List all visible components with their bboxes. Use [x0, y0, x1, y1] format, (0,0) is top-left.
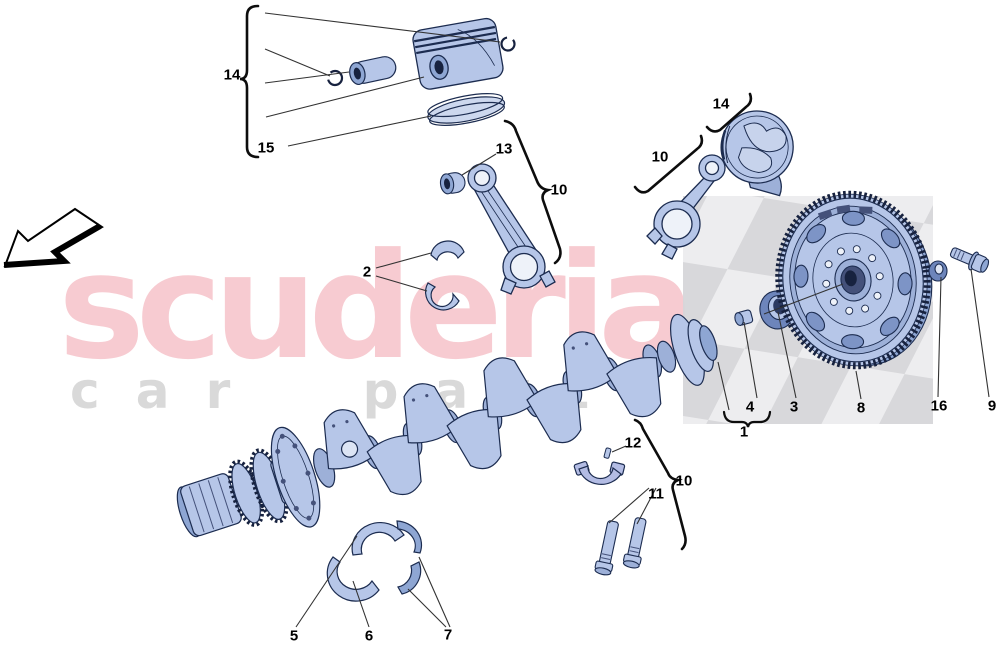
rod-cap[interactable] [573, 461, 626, 485]
crankshaft[interactable] [164, 291, 731, 564]
callout-8[interactable]: 8 [856, 399, 866, 417]
watermark-letter: p [362, 362, 399, 420]
piston-left[interactable] [411, 17, 504, 91]
callout-10[interactable]: 10 [675, 472, 693, 490]
callout-10[interactable]: 10 [550, 181, 568, 199]
watermark-letter: r [205, 362, 231, 420]
connecting-rod-right[interactable] [646, 154, 726, 260]
connecting-rod-left[interactable] [467, 163, 556, 295]
callout-15[interactable]: 15 [257, 139, 275, 157]
main-bearing-shells[interactable] [326, 520, 423, 602]
watermark-letter: a [135, 362, 170, 420]
callout-4[interactable]: 4 [745, 398, 755, 416]
pilot-nut[interactable] [734, 309, 754, 326]
wrist-pin[interactable] [348, 55, 398, 86]
callout-14[interactable]: 14 [223, 66, 241, 84]
watermark-letter: c [70, 362, 100, 420]
callout-2[interactable]: 2 [362, 263, 372, 281]
rod-bearing-shells[interactable] [425, 240, 465, 311]
callout-7[interactable]: 7 [443, 626, 453, 644]
callout-6[interactable]: 6 [364, 627, 374, 645]
circlip-left[interactable] [325, 68, 345, 88]
back-arrow-icon [3, 207, 104, 268]
small-end-bushing[interactable] [439, 171, 466, 195]
callout-16[interactable]: 16 [930, 397, 948, 415]
rod-bolts[interactable] [594, 517, 649, 577]
flywheel[interactable] [768, 184, 943, 376]
callout-3[interactable]: 3 [789, 398, 799, 416]
callout-11[interactable]: 11 [648, 485, 664, 503]
callout-9[interactable]: 9 [987, 397, 997, 415]
leader-lines [264, 12, 990, 628]
flywheel-washer[interactable] [928, 260, 948, 282]
callout-14[interactable]: 14 [712, 95, 730, 113]
callout-1[interactable]: 1 [739, 423, 749, 441]
circlip-right[interactable] [499, 35, 517, 53]
flywheel-bolt[interactable] [948, 243, 991, 276]
callout-brackets [239, 4, 772, 551]
callout-5[interactable]: 5 [289, 627, 299, 645]
piston-right[interactable] [715, 106, 798, 197]
thrust-washers [396, 520, 423, 595]
callout-13[interactable]: 13 [495, 140, 513, 158]
dowel-pin[interactable] [603, 447, 612, 459]
piston-rings[interactable] [425, 89, 507, 130]
callout-10[interactable]: 10 [651, 148, 669, 166]
callout-12[interactable]: 12 [624, 434, 642, 452]
